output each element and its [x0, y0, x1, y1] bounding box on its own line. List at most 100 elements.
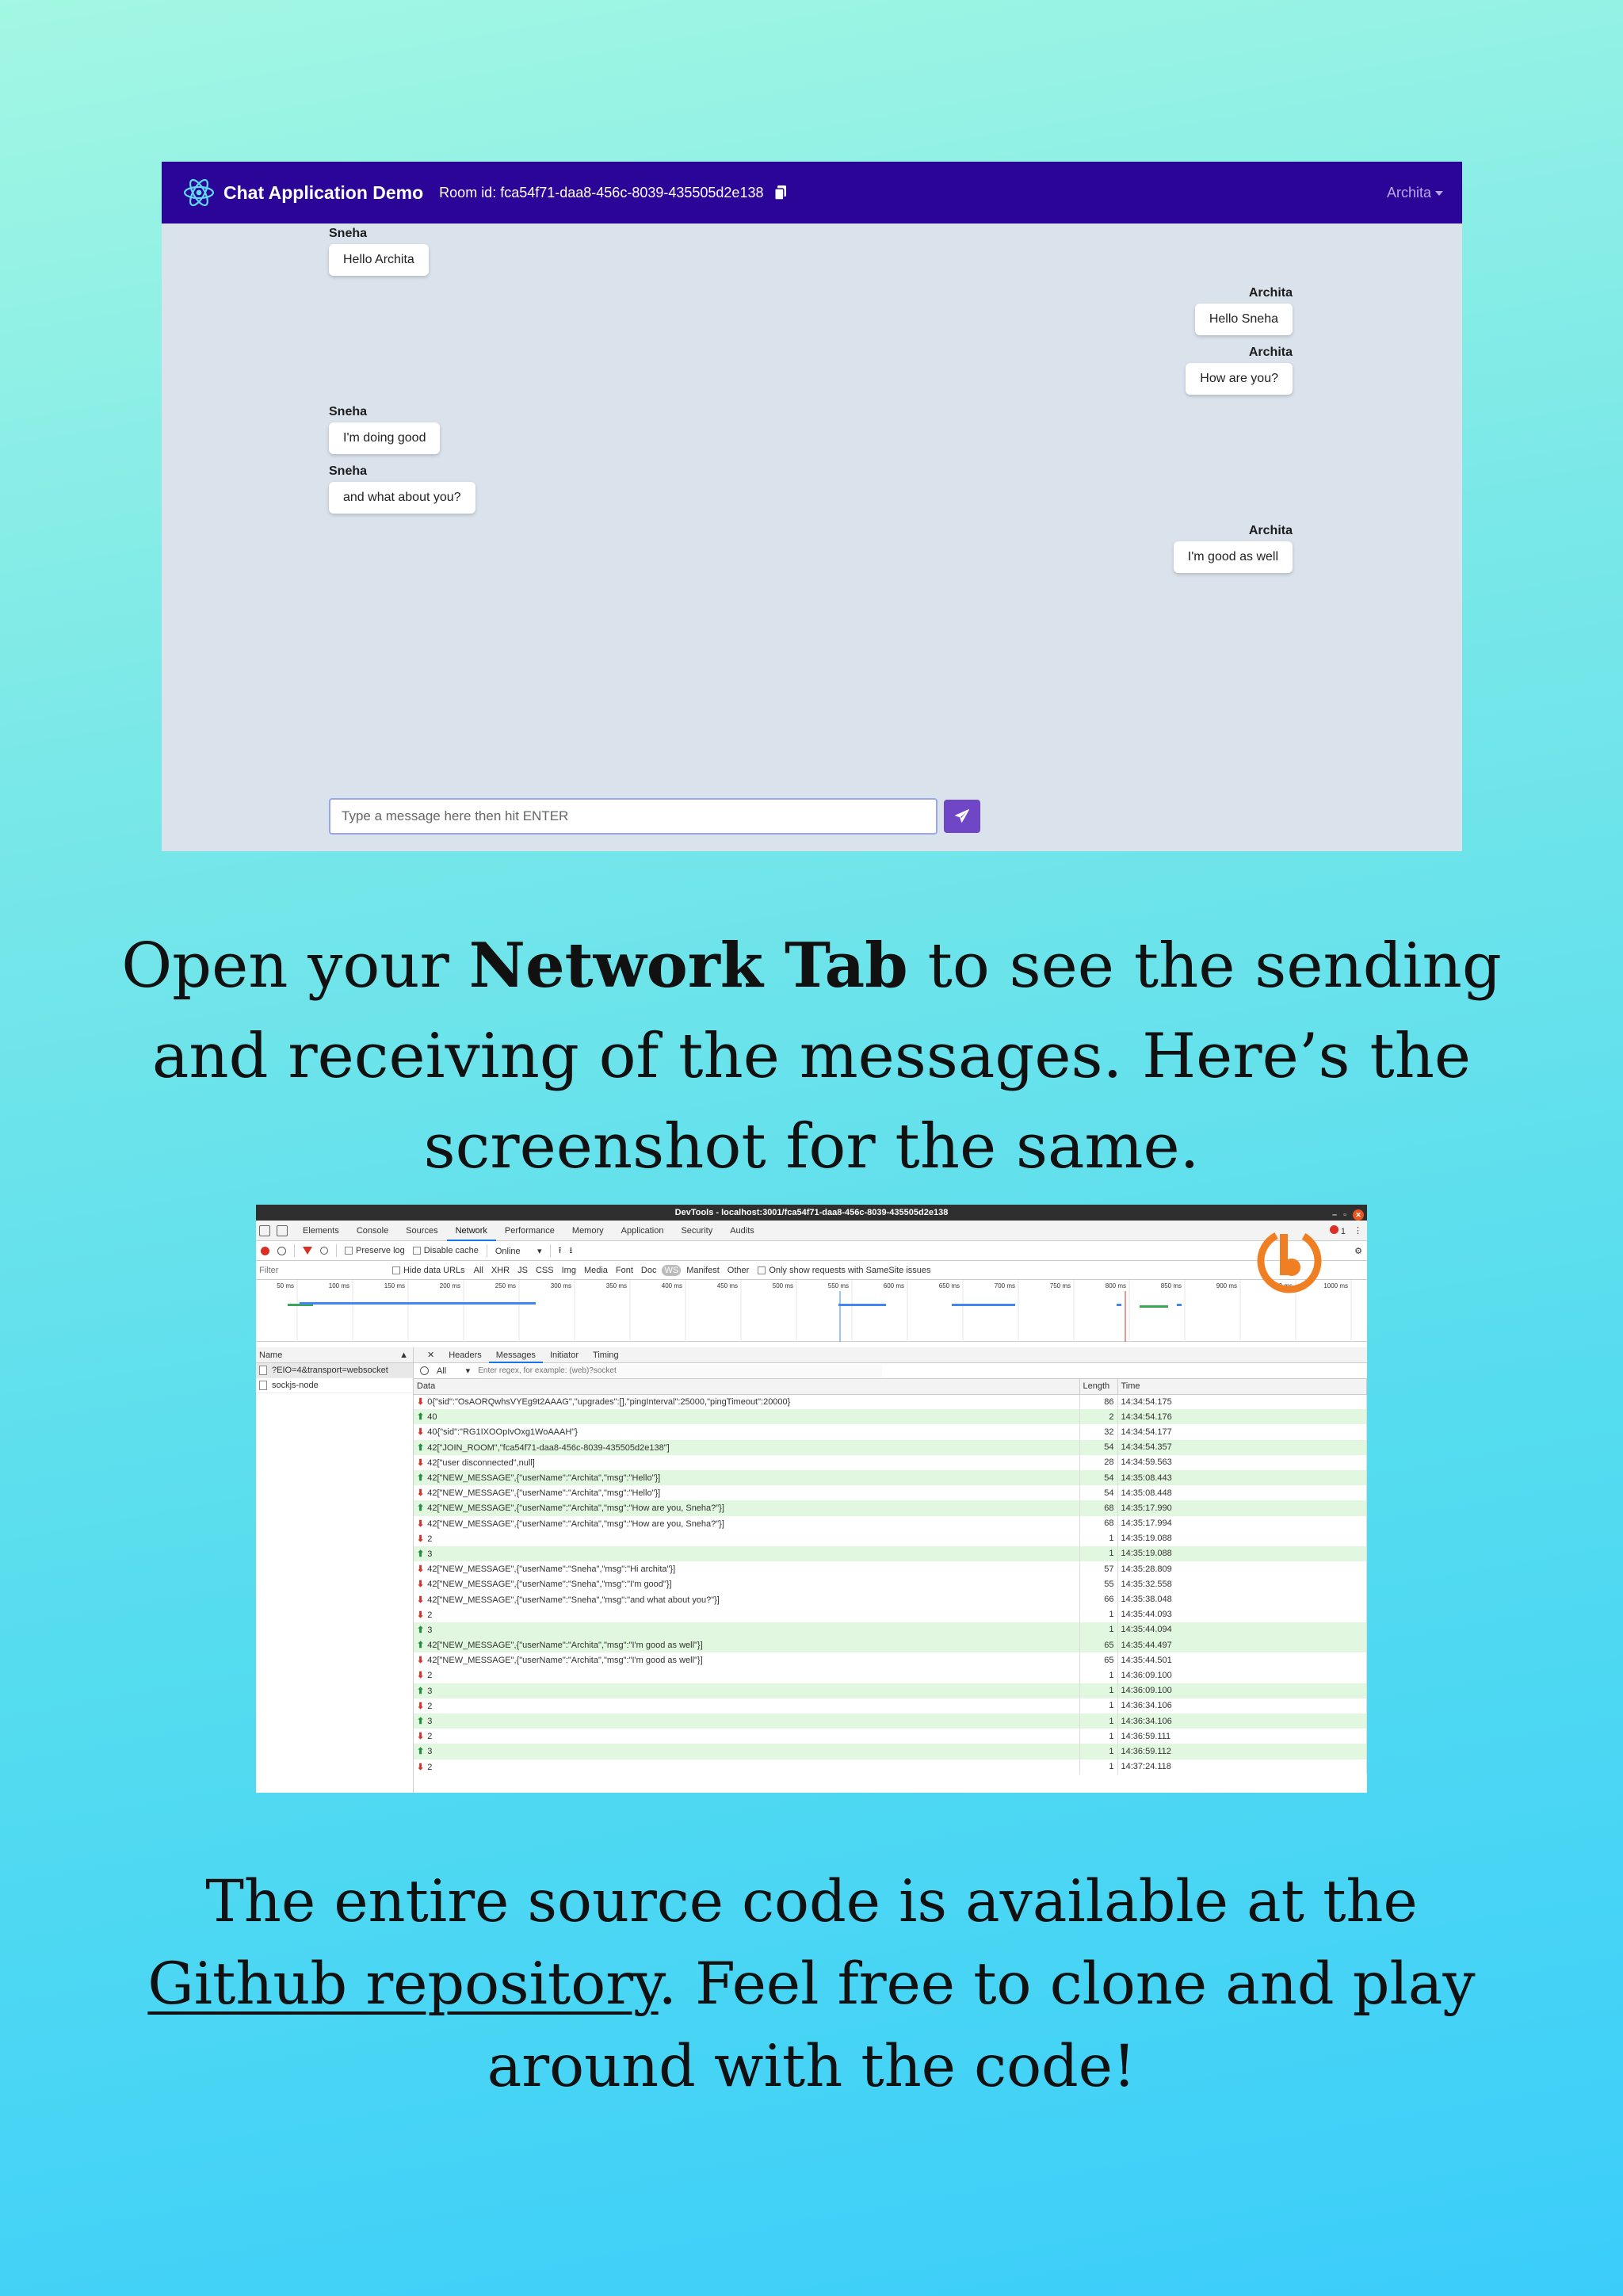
- type-filter-ws[interactable]: WS: [662, 1264, 682, 1276]
- export-har-icon[interactable]: ⭳: [569, 1245, 573, 1255]
- app-brand[interactable]: Chat Application Demo: [223, 181, 424, 203]
- request-row[interactable]: ?EIO=4&transport=websocket: [256, 1363, 413, 1378]
- preserve-log-checkbox[interactable]: Preserve log: [345, 1246, 405, 1255]
- devtools-tab-console[interactable]: Console: [356, 1225, 389, 1236]
- data-column-header[interactable]: Data: [414, 1379, 1080, 1395]
- message-row[interactable]: ⬆42["NEW_MESSAGE",{"userName":"Archita",…: [414, 1637, 1367, 1653]
- source-code-paragraph: The entire source code is available at t…: [103, 1861, 1520, 2108]
- message-payload: 40{"sid":"RG1IXOOpIvOxg1WoAAAH"}: [427, 1427, 578, 1438]
- name-column-header[interactable]: Name▲: [256, 1347, 413, 1363]
- message-row[interactable]: ⬇0{"sid":"OsAORQwhsVYEg9t2AAAG","upgrade…: [414, 1394, 1367, 1410]
- type-filter-xhr[interactable]: XHR: [491, 1265, 510, 1275]
- detail-tab-headers[interactable]: Headers: [449, 1350, 482, 1360]
- hide-data-urls-checkbox[interactable]: Hide data URLs: [392, 1266, 465, 1275]
- github-repository-link[interactable]: Github repository: [147, 1950, 659, 2018]
- message-data-cell: ⬆42["NEW_MESSAGE",{"userName":"Archita",…: [414, 1500, 1080, 1516]
- message-type-select[interactable]: All ▾: [437, 1366, 471, 1376]
- samesite-label: Only show requests with SameSite issues: [769, 1265, 931, 1275]
- kebab-menu-icon[interactable]: ⋮: [1354, 1226, 1362, 1236]
- filter-icon[interactable]: [303, 1247, 312, 1255]
- devtools-tab-security[interactable]: Security: [681, 1225, 713, 1236]
- import-har-icon[interactable]: ⭱: [558, 1245, 562, 1255]
- search-icon[interactable]: [320, 1247, 328, 1255]
- received-arrow-icon: ⬇: [417, 1580, 425, 1590]
- request-row[interactable]: sockjs-node: [256, 1378, 413, 1393]
- type-filter-js[interactable]: JS: [517, 1265, 528, 1275]
- send-button[interactable]: [944, 800, 980, 833]
- message-row[interactable]: ⬇42["NEW_MESSAGE",{"userName":"Sneha","m…: [414, 1561, 1367, 1577]
- length-column-header[interactable]: Length: [1079, 1379, 1118, 1395]
- type-filter-css[interactable]: CSS: [535, 1265, 554, 1275]
- type-filter-media[interactable]: Media: [583, 1265, 608, 1275]
- filter-input[interactable]: [259, 1263, 386, 1278]
- message-row[interactable]: ⬇42["NEW_MESSAGE",{"userName":"Archita",…: [414, 1485, 1367, 1501]
- type-filter-img[interactable]: Img: [561, 1265, 576, 1275]
- devtools-tab-sources[interactable]: Sources: [406, 1225, 438, 1236]
- device-toggle-icon[interactable]: [277, 1224, 288, 1236]
- message-input[interactable]: [329, 798, 938, 835]
- type-filter-font[interactable]: Font: [615, 1265, 633, 1275]
- devtools-tab-application[interactable]: Application: [621, 1225, 664, 1236]
- received-arrow-icon: ⬇: [417, 1732, 425, 1742]
- minimize-icon[interactable]: –: [1331, 1210, 1338, 1220]
- inspect-icon[interactable]: [259, 1224, 270, 1236]
- clear-messages-icon[interactable]: [420, 1366, 429, 1375]
- copy-icon[interactable]: [774, 185, 787, 201]
- message-time-cell: 14:35:08.443: [1117, 1469, 1367, 1486]
- close-detail-icon[interactable]: ✕: [427, 1350, 435, 1360]
- type-filter-doc[interactable]: Doc: [640, 1265, 657, 1275]
- message-row[interactable]: ⬆42["JOIN_ROOM","fca54f71-daa8-456c-8039…: [414, 1439, 1367, 1455]
- samesite-checkbox[interactable]: Only show requests with SameSite issues: [758, 1265, 931, 1275]
- devtools-tab-audits[interactable]: Audits: [730, 1225, 754, 1236]
- message-row[interactable]: ⬇42["NEW_MESSAGE",{"userName":"Sneha","m…: [414, 1576, 1367, 1592]
- detail-tab-initiator[interactable]: Initiator: [549, 1350, 579, 1360]
- message-row[interactable]: ⬇42["NEW_MESSAGE",{"userName":"Archita",…: [414, 1515, 1367, 1531]
- devtools-tab-performance[interactable]: Performance: [504, 1225, 555, 1236]
- devtools-tab-elements[interactable]: Elements: [303, 1225, 339, 1236]
- message-row[interactable]: ⬆42["NEW_MESSAGE",{"userName":"Archita",…: [414, 1469, 1367, 1486]
- message-payload: 42["NEW_MESSAGE",{"userName":"Archita","…: [427, 1656, 703, 1666]
- message-row[interactable]: ⬆42["NEW_MESSAGE",{"userName":"Archita",…: [414, 1500, 1367, 1516]
- close-icon[interactable]: ✕: [1353, 1209, 1364, 1221]
- message-time-cell: 14:36:34.106: [1117, 1713, 1367, 1729]
- message-data-cell: ⬆42["NEW_MESSAGE",{"userName":"Archita",…: [414, 1469, 1080, 1486]
- message-data-cell: ⬇42["user disconnected",null]: [414, 1454, 1080, 1470]
- devtools-tab-network[interactable]: Network: [446, 1221, 496, 1241]
- clear-icon[interactable]: [277, 1246, 286, 1255]
- disable-cache-checkbox[interactable]: Disable cache: [412, 1246, 479, 1255]
- user-menu-dropdown[interactable]: Archita: [1387, 185, 1443, 201]
- composer: [329, 798, 980, 835]
- detail-tab-timing[interactable]: Timing: [593, 1350, 619, 1360]
- throttling-select[interactable]: Online ▾: [495, 1246, 542, 1256]
- message-row[interactable]: ⬇42["NEW_MESSAGE",{"userName":"Archita",…: [414, 1652, 1367, 1668]
- message-row[interactable]: ⬇42["NEW_MESSAGE",{"userName":"Sneha","m…: [414, 1591, 1367, 1607]
- restore-icon[interactable]: ▫: [1343, 1210, 1346, 1220]
- record-icon[interactable]: [261, 1246, 269, 1255]
- regex-filter-input[interactable]: [478, 1364, 883, 1377]
- message-author: Sneha: [329, 227, 368, 240]
- error-counter[interactable]: 1: [1329, 1224, 1346, 1236]
- devtools-tab-memory[interactable]: Memory: [571, 1225, 604, 1236]
- message-data-cell: ⬆42["NEW_MESSAGE",{"userName":"Archita",…: [414, 1637, 1080, 1653]
- type-filter-all[interactable]: All: [473, 1265, 483, 1275]
- type-filter-other[interactable]: Other: [727, 1265, 750, 1275]
- time-column-header[interactable]: Time: [1117, 1379, 1367, 1395]
- type-filter-manifest[interactable]: Manifest: [686, 1265, 720, 1275]
- detail-tab-messages[interactable]: Messages: [488, 1347, 543, 1363]
- settings-gear-icon[interactable]: ⚙: [1354, 1246, 1362, 1256]
